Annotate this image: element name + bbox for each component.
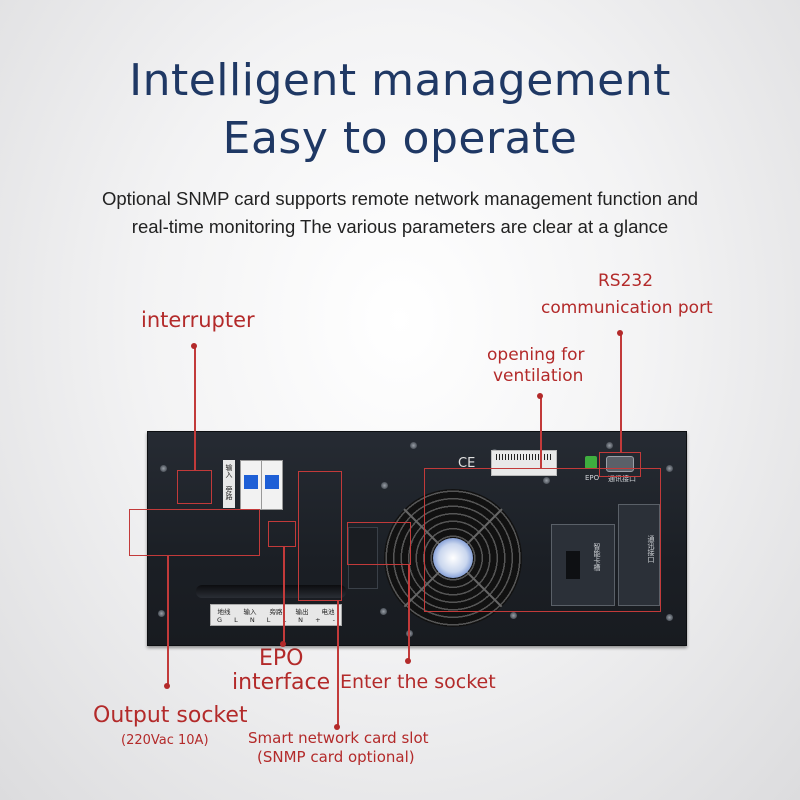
callout-ventilation-2: ventilation [493,366,584,386]
snmp-dot [334,724,340,730]
terminal-header: 电池 [321,608,335,616]
callout-epo-2: interface [232,670,331,695]
terminal-pin: G [217,616,223,624]
callout-interrupter: interrupter [141,308,255,332]
screw [160,465,167,472]
rs232-highlight-box [599,452,641,477]
output-socket-leader-line [167,556,169,686]
output-socket-highlight-box [129,509,260,556]
enter-socket-dot [405,658,411,664]
epo-leader-line [283,547,285,644]
epo-dot [280,641,286,647]
headline-line-1: Intelligent management [129,55,671,106]
screw [666,614,673,621]
terminal-pin: N [298,616,304,624]
callout-snmp-2: (SNMP card optional) [257,748,415,766]
interrupter-leader-line [194,346,196,470]
screw [406,630,413,637]
ventilation-highlight-box [424,468,661,612]
serial-label [491,450,557,476]
terminal-pin: N [249,616,255,624]
breaker-switch-input[interactable] [240,460,262,510]
ventilation-dot [537,393,543,399]
callout-output-socket: Output socket [93,703,248,728]
ce-mark: CE [458,456,476,471]
snmp-card-slot-cover[interactable]: 智能卡槽 [551,524,615,606]
terminal-header: 输出 [295,608,309,616]
breaker-tag-2-label: 旁路 [225,486,233,500]
input-socket-cover [348,527,378,589]
enter-socket-highlight-box [347,522,411,565]
screw [410,442,417,449]
breaker-tag-1-label: 输入 [225,464,233,478]
output-socket-rail [196,585,346,598]
breaker-switch-bypass[interactable] [261,460,283,510]
screw [543,477,550,484]
side-plate: 通讯接口 [618,504,660,606]
screw [380,608,387,615]
description-line-2: real-time monitoring The various paramet… [131,216,669,237]
snmp-leader-line [337,601,339,727]
breaker-tag: 输入 旁路 [223,460,235,508]
ups-rear-panel: 输入 旁路 CE EPO 通讯接口 智能卡槽 通讯接口 地线 输入 旁路 [147,431,687,646]
epo-connector[interactable] [585,456,597,469]
rs232-dot [617,330,623,336]
headline-line-2: Easy to operate [222,113,578,164]
screw [606,442,613,449]
interrupter-highlight-box [177,470,212,504]
screw [158,610,165,617]
terminal-header: 地线 [217,608,231,616]
comm-port-label: 通讯接口 [608,475,636,483]
callout-enter-socket: Enter the socket [340,671,496,693]
callout-rs232-desc: communication port [541,298,713,318]
terminal-header: 输入 [243,608,257,616]
fan-hub [433,538,473,578]
interrupter-dot [191,343,197,349]
rs232-leader-line [620,333,622,452]
terminal-pin: + [315,616,321,624]
terminal-pin: L [266,616,271,624]
epo-port-label: EPO [585,474,600,482]
screw [666,465,673,472]
callout-rs232-title: RS232 [598,271,654,291]
terminal-header: 旁路 [269,608,283,616]
callout-epo-1: EPO [259,646,304,671]
screw [381,482,388,489]
terminal-pin: - [332,616,335,624]
enter-socket-leader-line [408,565,410,661]
epo-highlight-box [268,521,296,547]
cooling-fan [384,489,522,627]
callout-snmp-1: Smart network card slot [248,729,429,747]
callout-ventilation-1: opening for [487,345,585,365]
snmp-slot-highlight-box [298,471,342,601]
terminal-pin: L [234,616,238,624]
side-tag: 通讯接口 [647,535,655,563]
ventilation-leader-line [540,396,542,468]
description-line-1: Optional SNMP card supports remote netwo… [101,188,699,209]
output-socket-dot [164,683,170,689]
screw [510,612,517,619]
snmp-slot-tag: 智能卡槽 [593,543,601,571]
terminal-block: 地线 输入 旁路 输出 电池 G L N L L N + - [210,604,342,626]
callout-output-spec: (220Vac 10A) [121,733,209,748]
